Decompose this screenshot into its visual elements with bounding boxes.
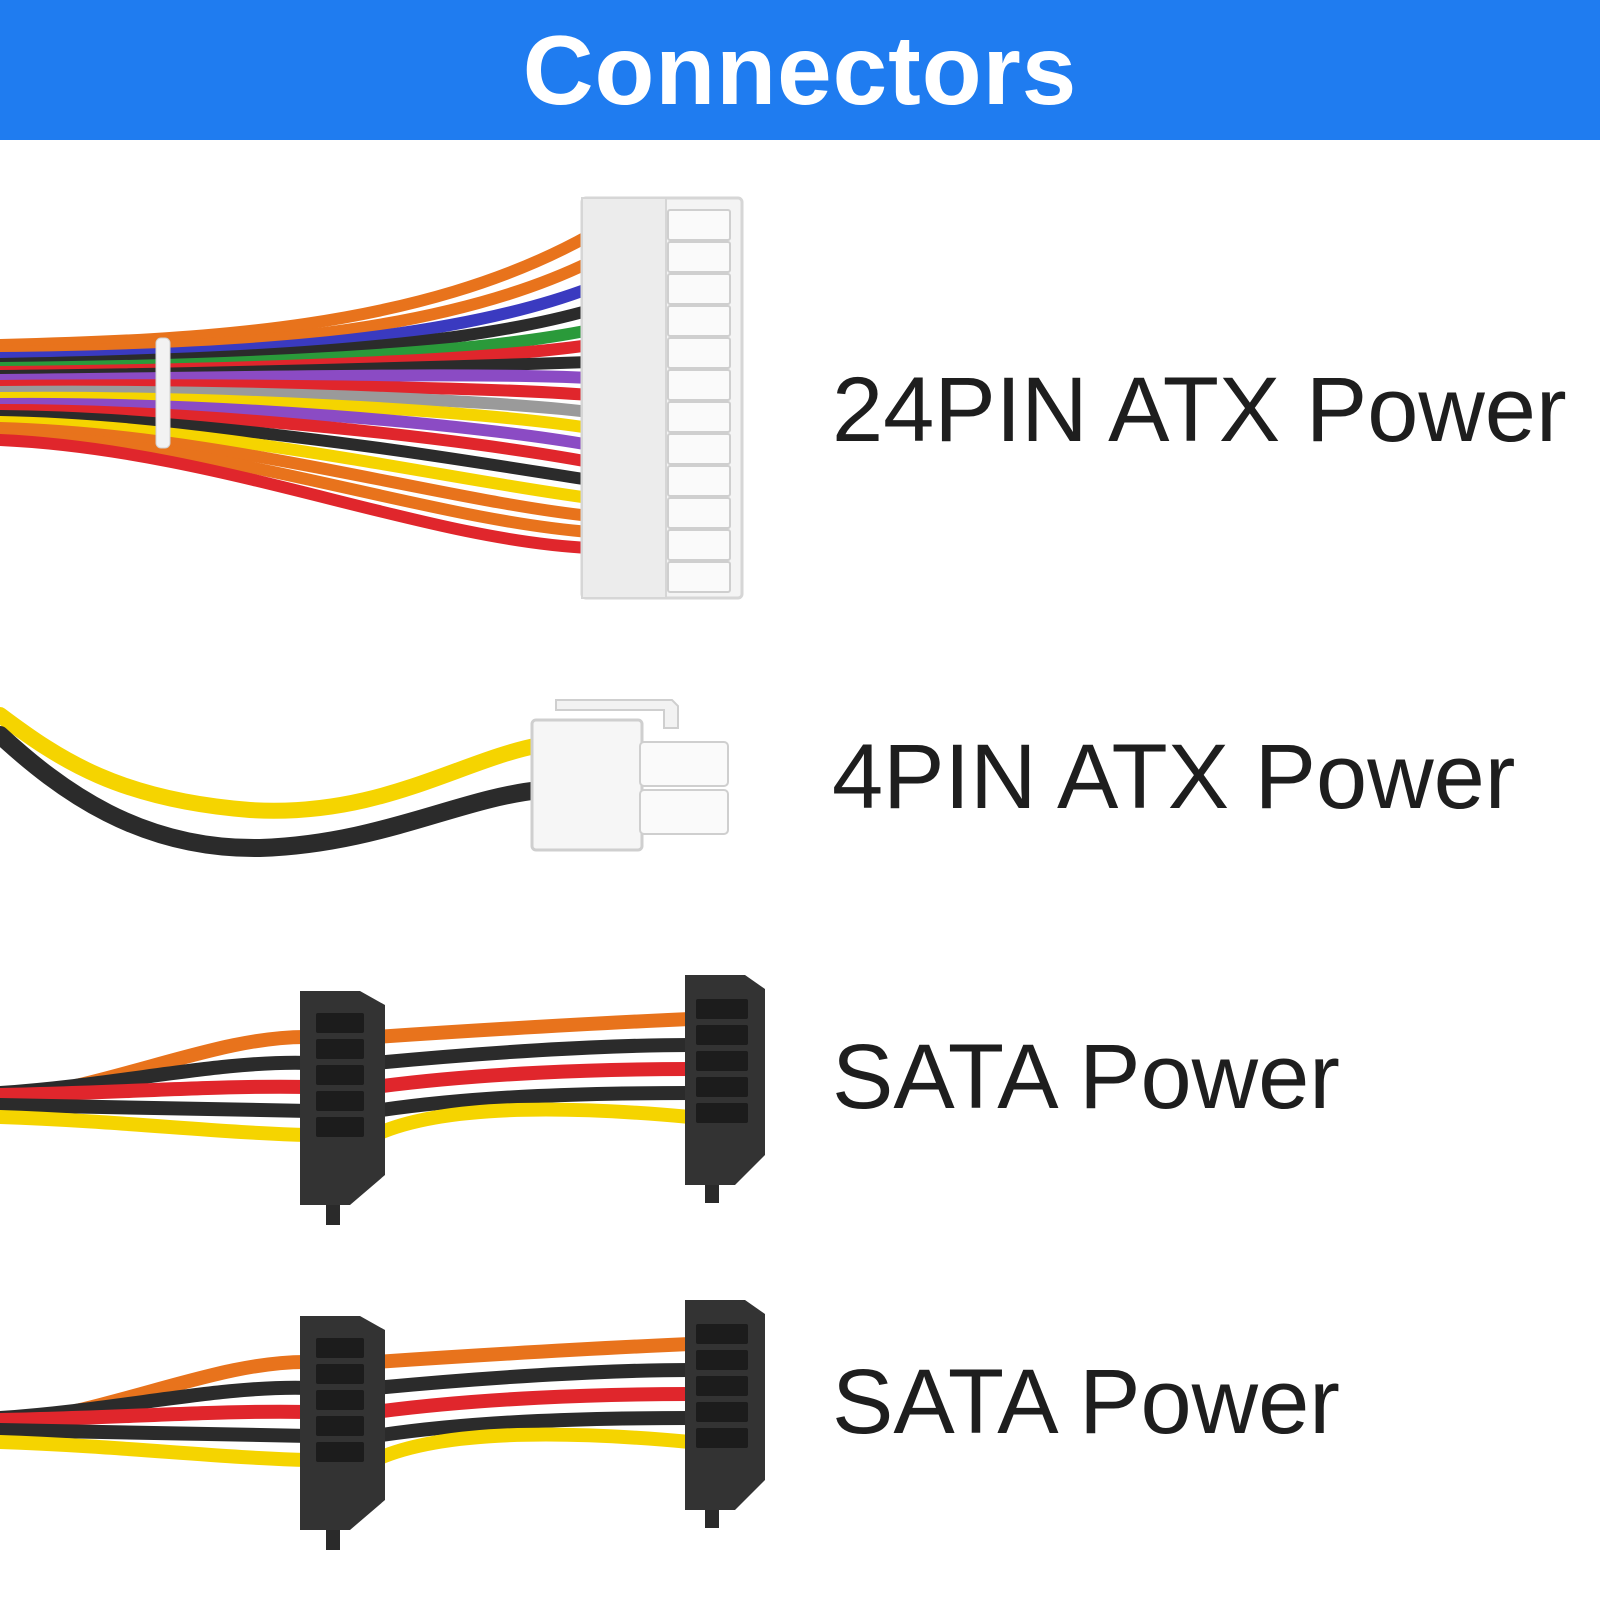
atx-4pin-connector-icon <box>0 699 729 858</box>
connector-row-sata-2: SATA Power <box>0 1290 1600 1560</box>
connector-row-4pin: 4PIN ATX Power <box>0 680 1600 900</box>
header-banner: Connectors <box>0 0 1600 140</box>
sata-power-connector-icon <box>0 975 765 1225</box>
page-title: Connectors <box>522 14 1078 125</box>
connector-label-4pin: 4PIN ATX Power <box>832 726 1516 828</box>
connector-label-sata-2: SATA Power <box>832 1351 1340 1453</box>
sata-power-connector-icon <box>0 1300 765 1550</box>
connector-label-24pin: 24PIN ATX Power <box>832 359 1567 461</box>
connector-row-sata-1: SATA Power <box>0 965 1600 1235</box>
connector-label-sata-1: SATA Power <box>832 1026 1340 1128</box>
connector-row-24pin: 24PIN ATX Power <box>0 180 1600 610</box>
atx-24pin-connector-icon <box>0 196 744 600</box>
